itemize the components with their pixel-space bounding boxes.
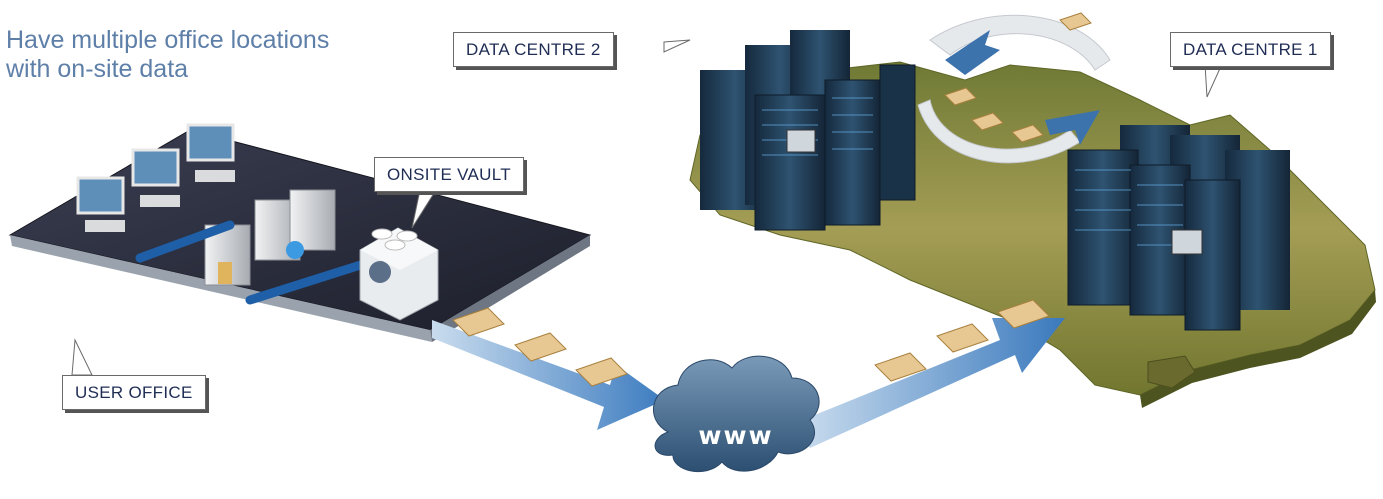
cloud-label: www: [698, 421, 774, 450]
upload-arrow: [432, 320, 665, 430]
data-centre-1-callout: DATA CENTRE 1: [1170, 32, 1331, 67]
headline-line-1: Have multiple office locations: [6, 26, 330, 54]
data-centre-1-servers: [1067, 125, 1290, 331]
data-folder-icons: [452, 12, 1092, 387]
replication-loop-arrows: [917, 14, 1111, 164]
user-office-callout: USER OFFICE: [62, 375, 206, 410]
transfer-arrow: [790, 318, 1065, 448]
tasmania-island: [1147, 355, 1196, 389]
data-centre-2-callout: DATA CENTRE 2: [453, 32, 614, 67]
vault-logo-icon: [369, 261, 391, 283]
onsite-vault-appliance: [359, 227, 439, 321]
network-cable-icon: [135, 220, 375, 305]
data-centre-2-servers: [700, 30, 916, 231]
headline-line-2: with on-site data: [6, 55, 189, 83]
onsite-vault-callout: ONSITE VAULT: [374, 157, 524, 192]
headline: Have multiple office locations with on-s…: [6, 26, 329, 84]
internet-cloud: [653, 355, 820, 473]
monitor-icon-group: [76, 123, 235, 232]
